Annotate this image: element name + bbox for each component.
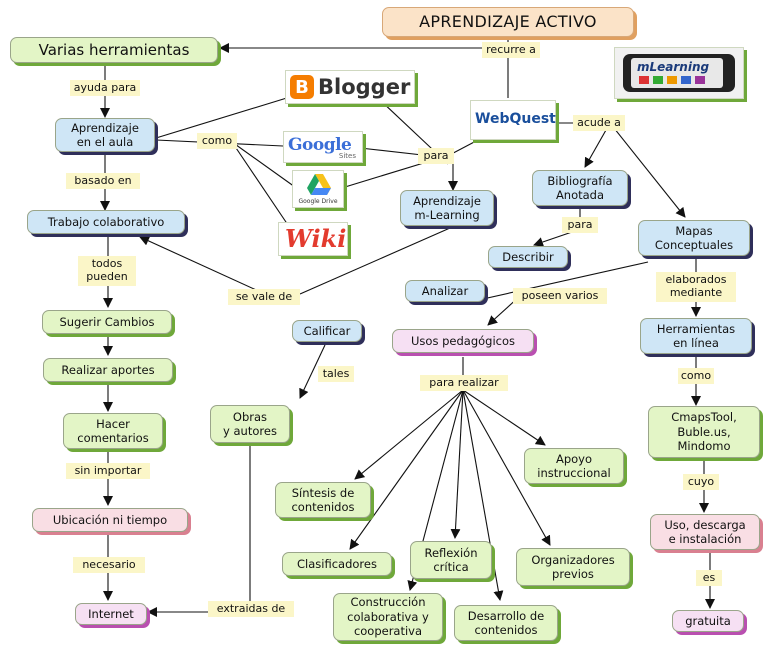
node-gratuita: gratuita xyxy=(672,610,744,632)
link-label-poseen-varios: poseen varios xyxy=(513,288,607,304)
link-label-se-vale-de: se vale de xyxy=(228,289,300,305)
link-label-necesario: necesario xyxy=(73,557,145,573)
wiki-icon: Wiki xyxy=(285,224,347,253)
link-label-todos-pueden: todos pueden xyxy=(78,256,136,286)
link-label-recurre-a: recurre a xyxy=(482,42,540,58)
link-label-elaborados-mediante: elaborados mediante xyxy=(656,272,736,302)
node-organizadores-previos: Organizadores previos xyxy=(516,548,630,586)
link-label-como: como xyxy=(197,133,237,149)
blogger-icon: B xyxy=(290,75,314,99)
node-sugerir-cambios: Sugerir Cambios xyxy=(42,310,172,334)
node-uso-descarga-instalacion: Uso, descarga e instalación xyxy=(650,514,760,550)
webquest-logo: WebQuest xyxy=(470,100,556,140)
google-wordmark: Google xyxy=(288,135,352,155)
webquest-icon: WebQuest xyxy=(475,111,556,127)
link-label-tales: tales xyxy=(318,366,354,382)
node-varias-herramientas: Varias herramientas xyxy=(10,37,218,63)
node-reflexion-critica: Reflexión crítica xyxy=(410,541,492,579)
link-label-para: para xyxy=(418,148,454,164)
node-aprendizaje-en-el-aula: Aprendizaje en el aula xyxy=(55,118,155,152)
link-label-es: es xyxy=(696,570,722,586)
google-sites-logo: Google Sites xyxy=(283,131,363,163)
mlearning-phone-icon: mLearning xyxy=(623,54,735,92)
mlearning-wordmark: mLearning xyxy=(637,60,710,74)
google-sites-sub: Sites xyxy=(338,152,356,160)
google-drive-label: Google Drive xyxy=(298,198,338,205)
link-label-para-describir: para xyxy=(562,217,598,233)
node-describir: Describir xyxy=(488,246,568,268)
node-realizar-aportes: Realizar aportes xyxy=(43,358,173,382)
link-label-cuyo: cuyo xyxy=(683,474,719,490)
node-bibliografia-anotada: Bibliografía Anotada xyxy=(532,170,628,206)
link-label-basado-en: basado en xyxy=(66,173,140,189)
node-calificar: Calificar xyxy=(292,320,362,342)
blogger-logo: B Blogger xyxy=(285,70,415,104)
node-aprendizaje-activo: APRENDIZAJE ACTIVO xyxy=(382,7,634,37)
node-usos-pedagogicos: Usos pedagógicos xyxy=(392,329,534,353)
blogger-wordmark: Blogger xyxy=(318,75,411,99)
node-sintesis-de-contenidos: Síntesis de contenidos xyxy=(275,482,371,518)
node-hacer-comentarios: Hacer comentarios xyxy=(63,413,163,449)
node-trabajo-colaborativo: Trabajo colaborativo xyxy=(27,210,185,234)
node-mapas-conceptuales: Mapas Conceptuales xyxy=(638,220,750,256)
google-drive-icon xyxy=(307,174,331,195)
node-aprendizaje-m-learning: Aprendizaje m-Learning xyxy=(400,190,494,226)
node-desarrollo-de-contenidos: Desarrollo de contenidos xyxy=(454,605,558,641)
link-label-ayuda-para: ayuda para xyxy=(70,80,140,96)
link-label-sin-importar: sin importar xyxy=(66,463,150,479)
wiki-logo: Wiki xyxy=(278,222,348,256)
node-herramientas-en-linea: Herramientas en línea xyxy=(640,318,752,354)
node-ubicacion-ni-tiempo: Ubicación ni tiempo xyxy=(32,508,188,532)
node-internet: Internet xyxy=(75,603,147,625)
node-obras-y-autores: Obras y autores xyxy=(210,405,290,443)
node-construccion-colaborativa: Construcción colaborativa y cooperativa xyxy=(333,593,443,641)
node-apoyo-instruccional: Apoyo instruccional xyxy=(524,448,624,484)
google-sites-icon: Google xyxy=(288,135,352,155)
node-cmapstool-buble-mindomo: CmapsTool, Buble.us, Mindomo xyxy=(648,406,760,458)
link-label-acude-a: acude a xyxy=(573,115,625,131)
mlearning-logo: mLearning xyxy=(614,47,744,99)
node-clasificadores: Clasificadores xyxy=(282,552,392,576)
node-analizar: Analizar xyxy=(405,280,485,302)
link-label-para-realizar: para realizar xyxy=(420,375,508,391)
link-label-extraidas-de: extraidas de xyxy=(208,601,294,617)
link-label-como-2: como xyxy=(678,368,714,384)
google-drive-logo: Google Drive xyxy=(292,170,344,208)
